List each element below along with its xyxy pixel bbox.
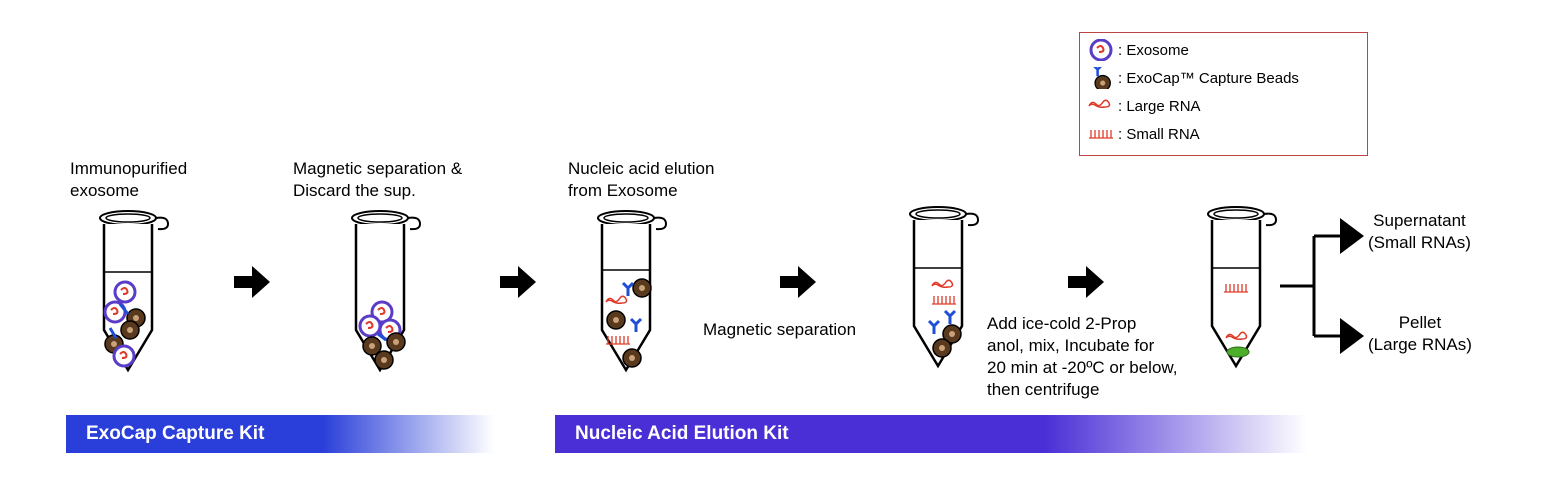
right-arrow-icon xyxy=(780,266,816,298)
exosome-icon xyxy=(1089,39,1113,61)
kit-bar-elution: Nucleic Acid Elution Kit xyxy=(555,415,1307,453)
tube-1 xyxy=(98,210,170,372)
large-rna-icon xyxy=(1088,99,1111,108)
arrow-1 xyxy=(232,264,272,305)
branch-arrows xyxy=(1280,218,1364,354)
legend-label-large-rna: : Large RNA xyxy=(1118,97,1201,115)
kit2-label: Nucleic Acid Elution Kit xyxy=(575,423,789,444)
step5-label: Add ice-cold 2-Prop anol, mix, Incubate … xyxy=(987,314,1178,399)
arrow-2 xyxy=(498,264,538,305)
tube-4 xyxy=(908,206,980,368)
tube-2 xyxy=(350,210,422,372)
tube-5 xyxy=(1206,206,1278,368)
legend-item-exosome: : Exosome xyxy=(1088,39,1189,61)
legend-item-small-rna: : Small RNA xyxy=(1088,123,1200,145)
capture-bead-icon xyxy=(1092,67,1111,89)
right-arrow-icon xyxy=(234,266,270,298)
legend-label-beads: : ExoCap™ Capture Beads xyxy=(1118,69,1299,87)
supernatant-label: Supernatant (Small RNAs) xyxy=(1368,211,1471,252)
right-arrow-icon xyxy=(1068,266,1104,298)
tube-3 xyxy=(596,210,668,372)
right-arrow-icon xyxy=(500,266,536,298)
small-rna-icon xyxy=(1088,129,1114,139)
arrow-3 xyxy=(778,264,818,305)
legend-label-small-rna: : Small RNA xyxy=(1118,125,1200,143)
arrow-4 xyxy=(1066,264,1106,305)
legend-box: : Exosome : ExoCap™ Capture Beads : Larg… xyxy=(1079,32,1368,156)
legend-item-large-rna: : Large RNA xyxy=(1088,95,1201,117)
legend-label-exosome: : Exosome xyxy=(1118,41,1189,59)
pellet-label: Pellet (Large RNAs) xyxy=(1368,313,1472,354)
step3-label: Nucleic acid elution from Exosome xyxy=(568,159,715,200)
kit1-label: ExoCap Capture Kit xyxy=(86,423,265,444)
step4-label: Magnetic separation xyxy=(703,320,857,339)
step2-label: Magnetic separation & Discard the sup. xyxy=(293,159,463,200)
legend-item-beads: : ExoCap™ Capture Beads xyxy=(1088,67,1299,89)
kit-bar-exocap: ExoCap Capture Kit xyxy=(66,415,494,453)
step1-label: Immunopurified exosome xyxy=(70,159,188,200)
